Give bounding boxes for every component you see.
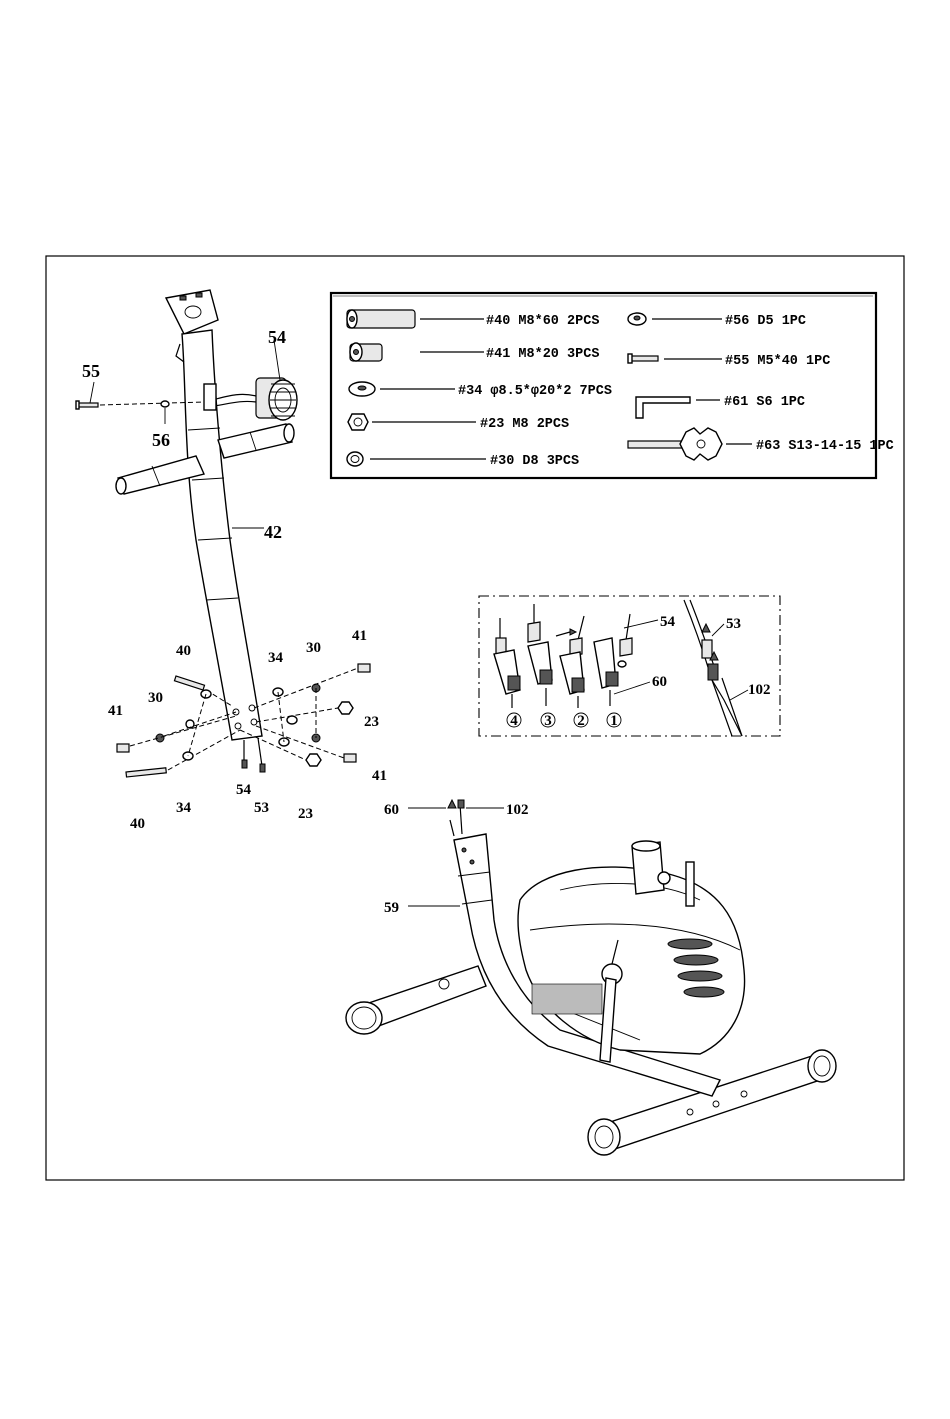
frame-label-59: 59 (384, 900, 399, 916)
bike-frame: 60 102 59 (346, 800, 836, 1155)
label-55: 55 (82, 361, 100, 381)
short-bolt-icon (350, 343, 382, 361)
handlebar-post-assembly: 54 55 56 42 40 34 30 41 30 41 23 41 54 3… (76, 290, 387, 832)
detail-label-54: 54 (660, 614, 676, 630)
nut-icon (348, 414, 368, 430)
screw-icon (628, 354, 658, 363)
step-4-number: 4 (510, 713, 518, 729)
label-34-top: 34 (268, 650, 284, 666)
step-2-number: 2 (577, 713, 585, 729)
label-23-bottom: 23 (298, 806, 313, 822)
frame-label-60: 60 (384, 802, 399, 818)
screw-55 (76, 401, 98, 409)
label-41-top: 41 (352, 628, 367, 644)
hardware-list-box: #40 M8*60 2PCS #41 M8*20 3PCS #34 φ8.5*φ… (331, 293, 894, 478)
step-3-figure (528, 604, 552, 706)
handlebar-post (182, 330, 262, 740)
hw-34-label: #34 φ8.5*φ20*2 7PCS (458, 384, 612, 399)
washer-56 (161, 401, 169, 407)
step-2-figure (556, 616, 584, 708)
tension-knob (204, 378, 297, 420)
hw-63-label: #63 S13-14-15 1PC (756, 439, 894, 454)
allen-key-icon (636, 397, 690, 418)
hw-61-label: #61 S6 1PC (724, 395, 805, 410)
long-bolt-icon (347, 310, 415, 328)
detail-label-53: 53 (726, 616, 741, 632)
rear-left-foot (588, 1119, 620, 1155)
cable-detail-box: 4 3 2 1 54 53 60 102 (479, 596, 780, 736)
label-34-bottom: 34 (176, 800, 192, 816)
mount-plate (166, 290, 218, 334)
label-30-top: 30 (306, 640, 321, 656)
label-40-bottom: 40 (130, 816, 145, 832)
hw-30-label: #30 D8 3PCS (490, 454, 579, 469)
flat-washer-icon (349, 382, 375, 396)
hw-41-label: #41 M8*20 3PCS (486, 347, 599, 362)
detail-label-102: 102 (748, 682, 771, 698)
label-23-right: 23 (364, 714, 379, 730)
step-4-figure (494, 618, 520, 708)
hw-56-label: #56 D5 1PC (725, 314, 806, 329)
label-56: 56 (152, 430, 170, 450)
label-40-top: 40 (176, 643, 191, 659)
rear-right-foot (808, 1050, 836, 1082)
hw-55-label: #55 M5*40 1PC (725, 354, 830, 369)
label-41-right: 41 (372, 768, 387, 784)
label-41-left: 41 (108, 703, 123, 719)
wrench-icon (628, 428, 722, 460)
label-54-bottom: 54 (236, 782, 252, 798)
step-3-number: 3 (544, 713, 552, 729)
detail-label-60: 60 (652, 674, 667, 690)
step-1-number: 1 (610, 713, 618, 729)
label-42: 42 (264, 522, 282, 542)
label-54: 54 (268, 327, 286, 347)
left-fasteners (117, 676, 240, 777)
hw-23-label: #23 M8 2PCS (480, 417, 569, 432)
spring-washer-icon (347, 452, 363, 466)
small-washer-icon (628, 313, 646, 325)
hw-40-label: #40 M8*60 2PCS (486, 314, 599, 329)
label-30-left: 30 (148, 690, 163, 706)
label-53: 53 (254, 800, 269, 816)
frame-label-102: 102 (506, 802, 529, 818)
handlebar-right-grip (218, 424, 292, 458)
